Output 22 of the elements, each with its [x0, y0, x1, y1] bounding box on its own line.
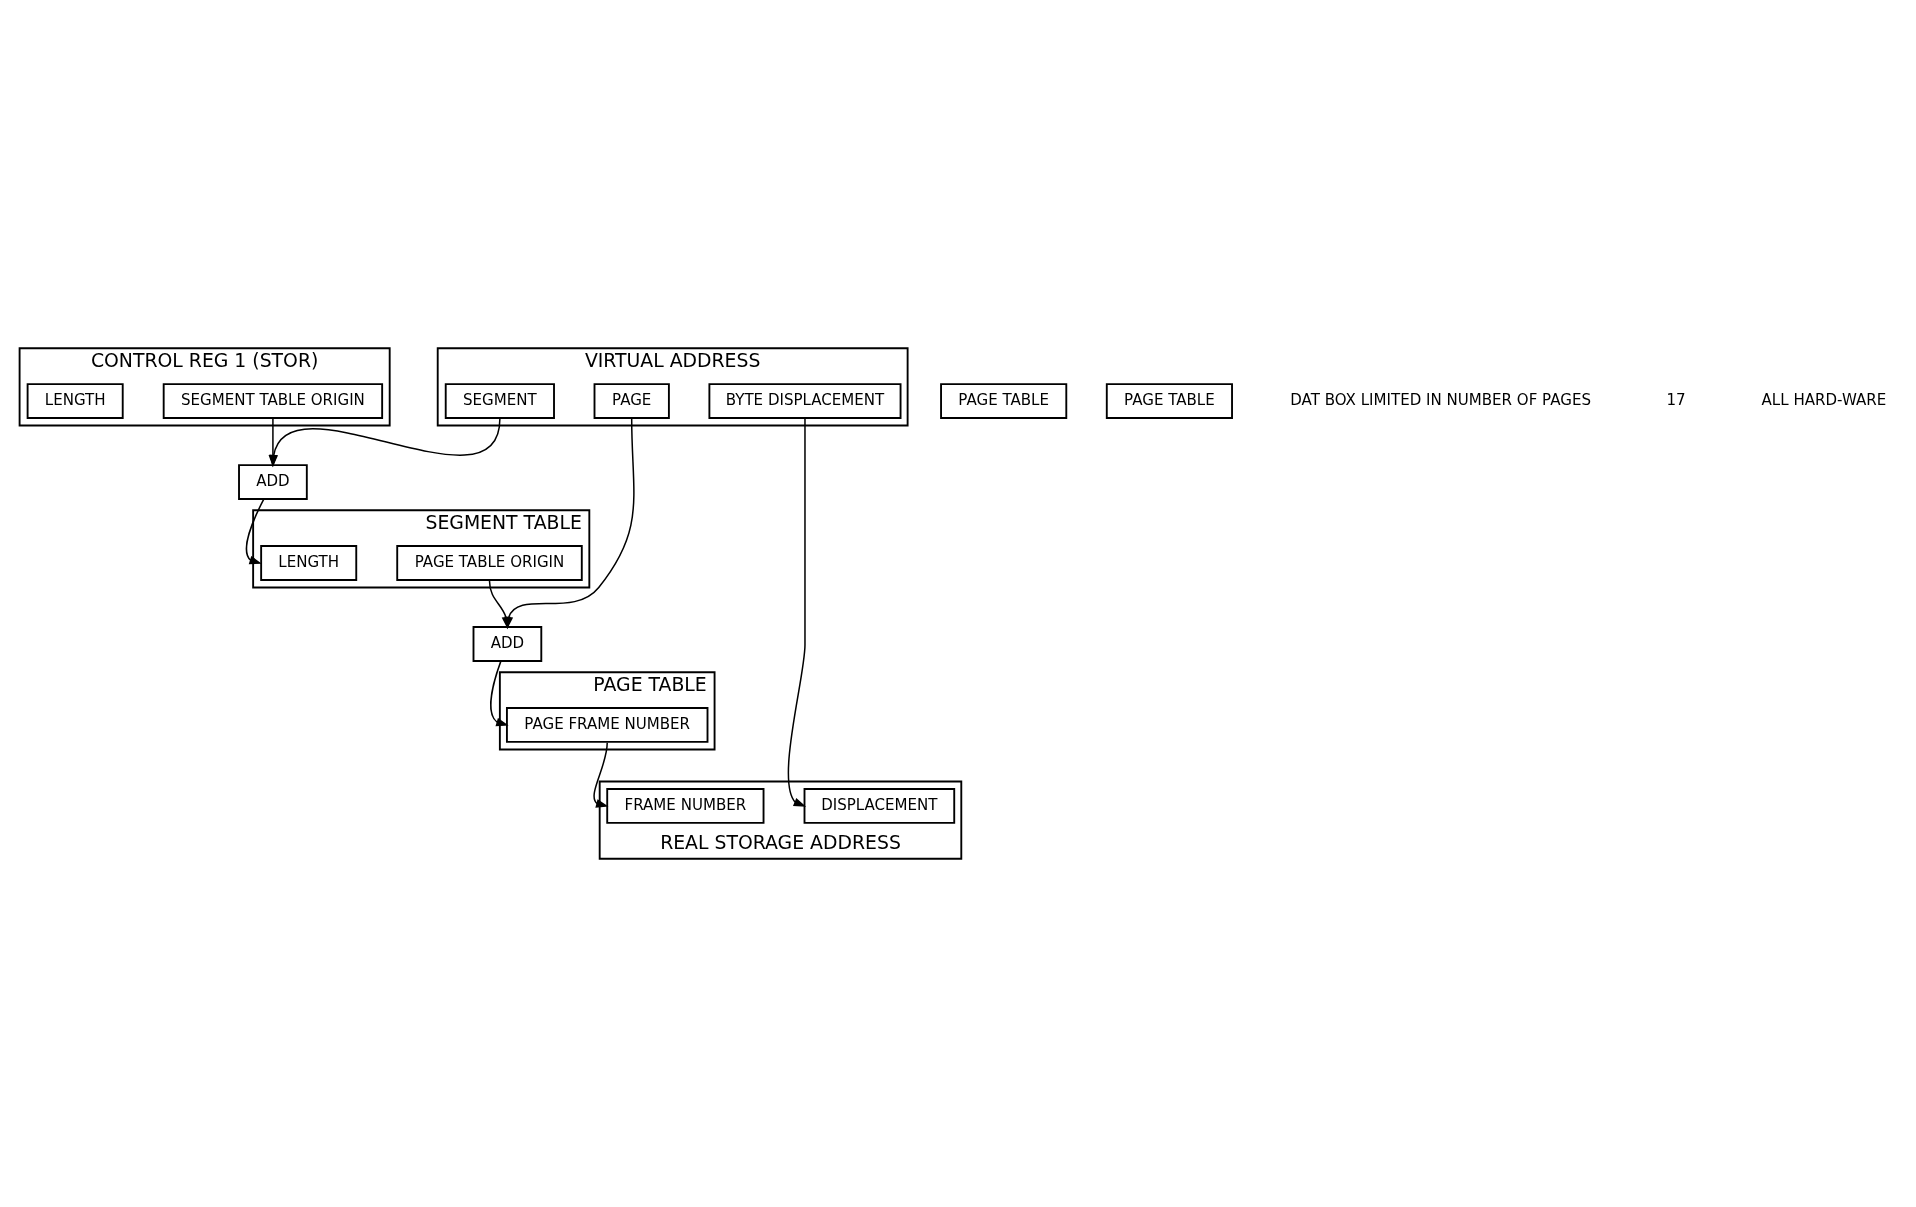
node-box: LENGTH — [26, 383, 124, 419]
arrow — [490, 660, 509, 727]
node-box: FRAME NUMBER — [606, 788, 765, 824]
arrow — [593, 742, 609, 808]
node-box: PAGE TABLE — [1105, 383, 1233, 419]
node-box: ADD — [472, 626, 543, 662]
node-box: SEGMENT — [444, 383, 555, 419]
node-box: DISPLACEMENT — [803, 788, 956, 824]
label: ALL HARD-WARE — [1761, 390, 1887, 409]
node-box: BYTE DISPLACEMENT — [708, 383, 902, 419]
label: DAT BOX LIMITED IN NUMBER OF PAGES — [1290, 390, 1591, 409]
node-box: ADD — [238, 464, 308, 500]
node-box: PAGE FRAME NUMBER — [506, 707, 709, 743]
node-box: SEGMENT TABLE ORIGIN — [162, 383, 384, 419]
label: 17 — [1666, 390, 1686, 409]
node-box: PAGE TABLE ORIGIN — [396, 545, 583, 581]
arrow — [488, 580, 511, 630]
node-box: PAGE — [593, 383, 670, 419]
arrow — [245, 498, 265, 565]
node-box: PAGE TABLE — [940, 383, 1068, 419]
arrow — [787, 418, 807, 807]
node-box: LENGTH — [260, 545, 358, 581]
